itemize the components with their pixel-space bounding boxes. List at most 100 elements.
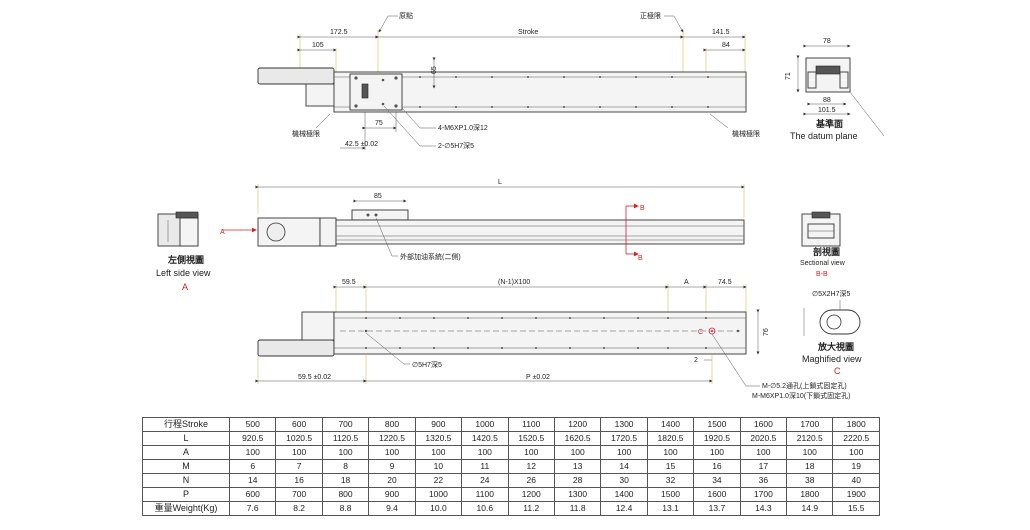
table-cell: 11.2 [507, 501, 555, 516]
dim-141-5: 141.5 [712, 29, 730, 36]
table-cell: 15 [646, 459, 695, 474]
dim-78: 78 [823, 38, 831, 45]
table-cell: 600 [275, 417, 323, 432]
table-cell: 1720.5 [600, 431, 648, 446]
table-cell: 8.8 [321, 501, 370, 516]
table-cell: 19 [832, 459, 880, 474]
table-cell: 1500 [693, 417, 741, 432]
dim-76: 76 [763, 328, 770, 336]
dim-74-5: 74.5 [718, 279, 732, 286]
label-view-A: A [220, 229, 225, 236]
table-cell: 10 [414, 459, 463, 474]
table-cell: 14.3 [739, 501, 788, 516]
table-row-header: M [142, 459, 230, 474]
table-cell: 16 [275, 473, 323, 488]
table-cell: 1500 [646, 487, 695, 502]
table-cell: 100 [600, 445, 648, 460]
datum-view: 78 71 88 101.5 基準面 The datum plane [785, 38, 885, 141]
table-cell: 100 [275, 445, 323, 460]
table-cell: 40 [832, 473, 880, 488]
table-cell: 13.7 [693, 501, 741, 516]
table-cell: 500 [228, 417, 277, 432]
table-cell: 10.6 [461, 501, 509, 516]
table-cell: 2120.5 [786, 431, 834, 446]
dim-105: 105 [312, 42, 324, 49]
table-cell: 1800 [832, 417, 880, 432]
table-cell: 17 [739, 459, 788, 474]
dim-L: L [498, 179, 502, 186]
table-cell: 28 [553, 473, 602, 488]
table-cell: 1320.5 [414, 431, 463, 446]
dim-P: P ±0.02 [526, 374, 550, 381]
section-caption-cn: 剖視圖 [813, 246, 840, 257]
section-caption-en: Sectional view [800, 260, 846, 267]
table-cell: 1820.5 [646, 431, 695, 446]
left-side-view: 左側視圖 Left side view A [156, 211, 211, 292]
table-cell: 11 [461, 459, 509, 474]
table-cell: 13 [553, 459, 602, 474]
table-cell: 1000 [461, 417, 509, 432]
table-cell: 900 [414, 417, 463, 432]
table-cell: 30 [600, 473, 648, 488]
table-row-header: 行程Stroke [142, 417, 230, 432]
table-cell: 8 [321, 459, 370, 474]
table-cell: 1100 [507, 417, 555, 432]
label-C: C [698, 329, 703, 336]
table-cell: 900 [368, 487, 416, 502]
magnified-caption-ref: C [834, 366, 841, 376]
table-cell: 14.9 [786, 501, 834, 516]
dim-84: 84 [722, 42, 730, 49]
dim-65: 65 [431, 66, 438, 74]
left-view-caption-en: Left side view [156, 268, 211, 278]
label-positive-limit: 正極限 [640, 11, 661, 20]
table-row-header: 重量Weight(Kg) [142, 501, 230, 516]
magnified-caption-en: Maghified view [802, 354, 862, 364]
table-cell: 1120.5 [321, 431, 370, 446]
table-cell: 12 [507, 459, 555, 474]
table-cell: 100 [507, 445, 555, 460]
table-cell: 920.5 [228, 431, 277, 446]
rail-holes-bottom [364, 317, 740, 349]
magnified-hole-label: ∅5X2H7深5 [812, 289, 851, 298]
table-cell: 2020.5 [739, 431, 788, 446]
table-cell: 16 [693, 459, 741, 474]
dim-75: 75 [375, 120, 383, 127]
table-cell: 1200 [553, 417, 602, 432]
dim-101-5: 101.5 [818, 107, 836, 114]
technical-drawing: 172.5 105 Stroke 141.5 84 原點 正極限 [156, 11, 885, 400]
table-row-header: P [142, 487, 230, 502]
dim-59-5-tol: 59.5 ±0.02 [298, 374, 331, 381]
table-cell: 100 [368, 445, 416, 460]
dim-stroke: Stroke [518, 29, 538, 36]
table-cell: 1020.5 [275, 431, 323, 446]
label-pin-holes: 2-∅5H7深5 [438, 141, 474, 150]
table-cell: 10.0 [414, 501, 463, 516]
table-cell: 1300 [553, 487, 602, 502]
table-cell: 100 [228, 445, 277, 460]
table-cell: 100 [739, 445, 788, 460]
table-cell: 1900 [832, 487, 880, 502]
table-cell: 15.5 [832, 501, 880, 516]
table-cell: 1800 [786, 487, 834, 502]
side-view: L 85 A B B 外部加油系統(二側) [220, 179, 745, 262]
table-cell: 18 [321, 473, 370, 488]
label-origin: 原點 [399, 11, 413, 20]
table-row-header: L [142, 431, 230, 446]
table-cell: 6 [228, 459, 277, 474]
table-cell: 36 [739, 473, 788, 488]
table-cell: 34 [693, 473, 741, 488]
label-pin-bottom: ∅5H7深5 [412, 360, 442, 369]
table-cell: 1100 [461, 487, 509, 502]
dim-pitch: (N-1)X100 [498, 279, 530, 286]
label-mech-limit-right: 機械極限 [732, 129, 760, 138]
table-cell: 14 [228, 473, 277, 488]
table-cell: 1600 [739, 417, 788, 432]
table-cell: 600 [228, 487, 277, 502]
section-view: 剖視圖 Sectional view B-B [800, 211, 846, 278]
left-view-caption-cn: 左側視圖 [167, 254, 204, 265]
